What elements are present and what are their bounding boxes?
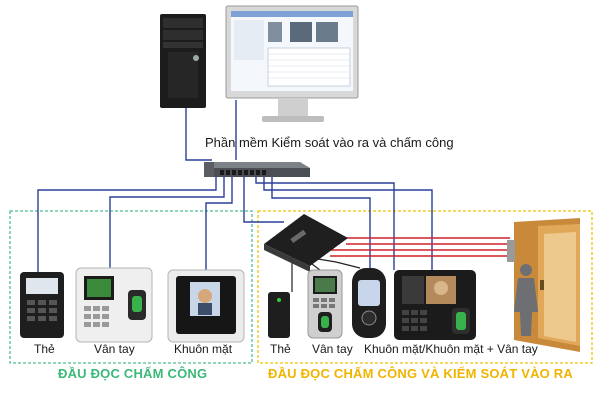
attendance-group-box <box>9 210 253 364</box>
attendance-fingerprint-reader <box>75 267 153 343</box>
monitor <box>225 5 359 122</box>
person-silhouette <box>514 264 538 336</box>
access-face-fingerprint-label: Khuôn mặt/Khuôn mặt + Vân tay <box>364 342 538 356</box>
access-face-fingerprint-terminal <box>394 270 476 340</box>
access-face-reader <box>352 268 386 338</box>
access-fingerprint-reader <box>307 269 343 339</box>
access-group-box <box>257 210 593 364</box>
access-fingerprint-label: Vân tay <box>312 342 353 356</box>
software-caption: Phần mềm Kiểm soát vào ra và chấm công <box>205 135 454 150</box>
attendance-face-reader <box>167 269 245 343</box>
access-card-label: Thẻ <box>270 342 291 356</box>
server-tower <box>160 14 206 108</box>
access-group-title: ĐẦU ĐỌC CHẤM CÔNG VÀ KIỂM SOÁT VÀO RA <box>268 366 573 381</box>
access-controller <box>264 214 348 272</box>
attendance-group-title: ĐẦU ĐỌC CHẤM CÔNG <box>58 366 208 381</box>
access-card-reader <box>268 292 290 338</box>
network-switch <box>204 162 310 177</box>
attendance-fingerprint-label: Vân tay <box>94 342 135 356</box>
lock-wires <box>330 237 510 257</box>
attendance-card-reader <box>20 272 64 338</box>
attendance-card-label: Thẻ <box>34 342 55 356</box>
network-cables <box>37 100 433 272</box>
attendance-face-label: Khuôn mặt <box>174 342 233 356</box>
